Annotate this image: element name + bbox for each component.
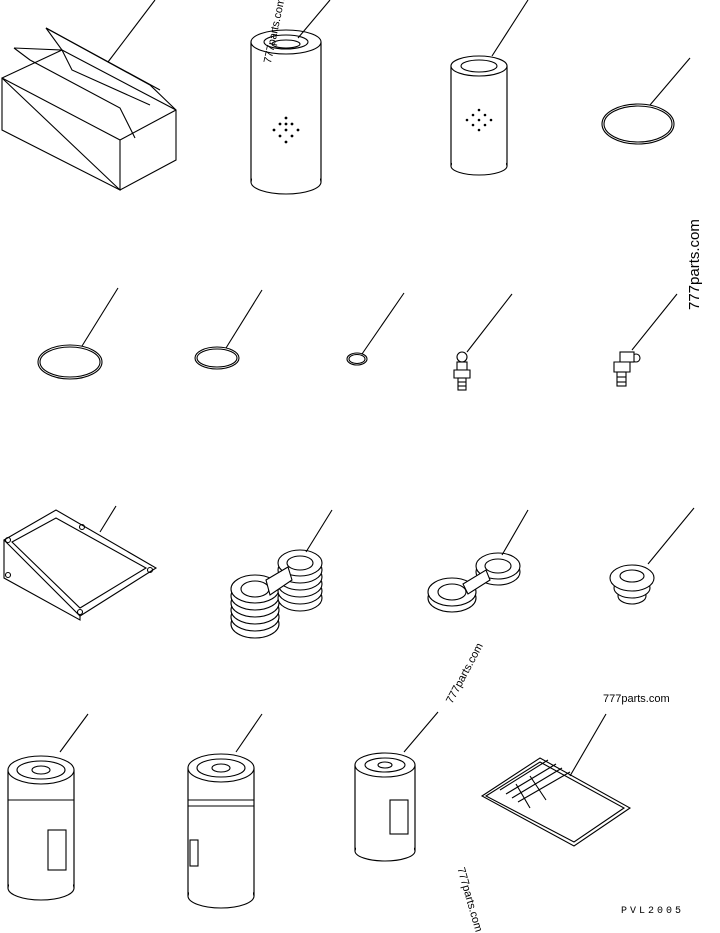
gasket-icon	[3, 505, 158, 621]
spin-on-filter-tall-icon	[187, 713, 263, 909]
grease-fitting-straight-icon	[453, 293, 513, 391]
spin-on-filter-icon	[354, 711, 439, 862]
drawing-code: PVL2005	[621, 906, 685, 917]
watermark-right-vertical: 777parts.com	[686, 219, 703, 310]
shim-icon	[427, 509, 529, 613]
manual-sheet-icon	[480, 713, 632, 847]
grease-fitting-angled-icon	[613, 293, 678, 387]
box-icon	[1, 0, 177, 191]
o-ring-medium-icon	[194, 289, 263, 370]
o-ring-icon	[37, 287, 119, 380]
shim-stack-icon	[230, 509, 333, 639]
large-filter-element-icon	[250, 0, 331, 195]
filter-element-icon	[450, 0, 529, 176]
o-ring-large-icon	[601, 57, 691, 145]
watermark-sheet-label: 777parts.com	[603, 693, 670, 705]
spin-on-filter-large-icon	[7, 713, 89, 901]
grommet-icon	[609, 507, 695, 605]
o-ring-small-icon	[346, 292, 405, 366]
